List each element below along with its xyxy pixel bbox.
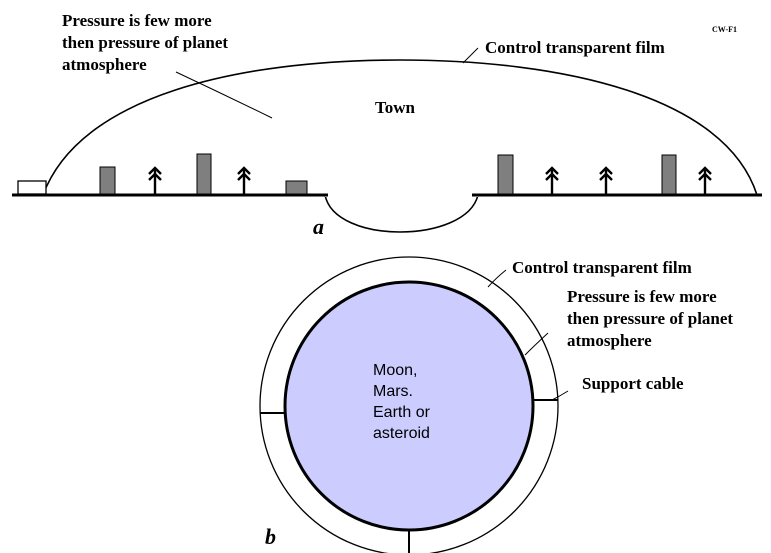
figure-code: CW-F1 xyxy=(712,25,738,34)
part-b-top-view xyxy=(259,256,569,553)
building xyxy=(99,166,116,195)
film-leader-line-a xyxy=(462,47,479,64)
tree-icon xyxy=(148,166,162,194)
tree-icon xyxy=(698,166,712,194)
pressure-leader-line-b xyxy=(524,332,549,356)
caption-a: a xyxy=(313,214,324,239)
building xyxy=(497,154,514,195)
tree-icon xyxy=(545,166,559,194)
tree-icon xyxy=(599,166,613,194)
planet-label: Moon, Mars. Earth or asteroid xyxy=(373,362,430,442)
building xyxy=(285,180,308,195)
transparent-film-ring xyxy=(259,256,559,553)
entrance-structure xyxy=(17,180,47,195)
building xyxy=(661,154,677,195)
town-label: Town xyxy=(375,98,416,117)
cable-leader-line xyxy=(551,390,569,401)
building xyxy=(196,153,212,195)
pressure-note-a: Pressure is few more then pressure of pl… xyxy=(62,11,229,74)
pressure-note-b: Pressure is few more then pressure of pl… xyxy=(567,287,734,350)
tree-icon xyxy=(237,166,251,194)
film-label-b: Control transparent film xyxy=(512,258,692,277)
ground-depression xyxy=(324,194,479,233)
film-leader-line-b xyxy=(487,269,507,288)
pressure-leader-line-a xyxy=(175,71,273,119)
cable-label: Support cable xyxy=(582,374,684,393)
caption-b: b xyxy=(265,524,276,549)
film-label-a: Control transparent film xyxy=(485,38,665,57)
part-a-cross-section xyxy=(12,47,762,233)
transparent-film-dome xyxy=(42,59,758,196)
